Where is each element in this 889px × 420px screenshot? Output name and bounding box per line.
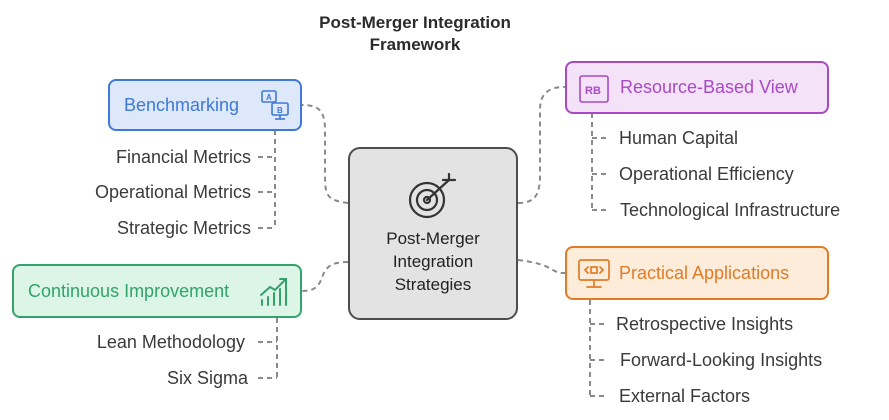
continuous-improvement-item: Lean Methodology (96, 332, 245, 352)
connector-center-continuous-improvement (301, 261, 349, 292)
resource-based-view-item: Operational Efficiency (619, 164, 794, 184)
practical-applications-item: External Factors (619, 386, 751, 406)
center-node (348, 147, 518, 320)
continuous-improvement-item: Six Sigma (166, 368, 248, 388)
benchmarking-label: Benchmarking (124, 94, 240, 115)
connector-practical-applications-leaves (589, 300, 605, 397)
practical-applications-node: Practical Applications (565, 246, 829, 300)
benchmarking-item: Operational Metrics (94, 182, 251, 202)
benchmarking-node: Benchmarking A B (108, 79, 302, 131)
connector-center-practical-applications (517, 259, 566, 274)
continuous-improvement-node: Continuous Improvement (12, 264, 302, 318)
center-label: Post-Merger Integration Strategies (348, 227, 518, 296)
center-label-line-3: Strategies (394, 275, 472, 294)
continuous-improvement-label: Continuous Improvement (28, 280, 230, 301)
code-monitor-icon (578, 259, 610, 288)
connector-benchmarking-leaves (258, 130, 276, 229)
svg-text:RB: RB (585, 85, 601, 97)
resource-based-view-item: Technological Infrastructure (620, 200, 841, 220)
rb-icon: RB (579, 75, 609, 103)
svg-text:B: B (277, 106, 283, 115)
connector-center-benchmarking (301, 104, 349, 204)
benchmarking-item: Strategic Metrics (116, 218, 251, 238)
resource-based-view-node: RB Resource-Based View (565, 61, 829, 114)
connector-continuous-improvement-leaves (258, 318, 278, 379)
practical-applications-item: Retrospective Insights (616, 314, 794, 334)
diagram-title: Post-Merger Integration Framework (270, 12, 560, 56)
title-line-2: Framework (369, 35, 461, 54)
resource-based-view-label: Resource-Based View (620, 77, 798, 97)
svg-text:A: A (266, 93, 272, 102)
target-icon (408, 172, 457, 219)
benchmarking-item: Financial Metrics (115, 147, 251, 167)
connector-resource-based-view-leaves (591, 113, 608, 211)
connector-center-resource-based-view (517, 86, 566, 204)
rising-chart-icon (260, 278, 287, 306)
title-line-1: Post-Merger Integration (319, 13, 511, 32)
practical-applications-label: Practical Applications (619, 262, 790, 283)
center-label-line-1: Post-Merger (386, 229, 480, 248)
practical-applications-item: Forward-Looking Insights (620, 350, 823, 370)
center-label-line-2: Integration (392, 252, 474, 271)
ab-compare-icon: A B (261, 90, 289, 120)
resource-based-view-item: Human Capital (619, 128, 739, 148)
